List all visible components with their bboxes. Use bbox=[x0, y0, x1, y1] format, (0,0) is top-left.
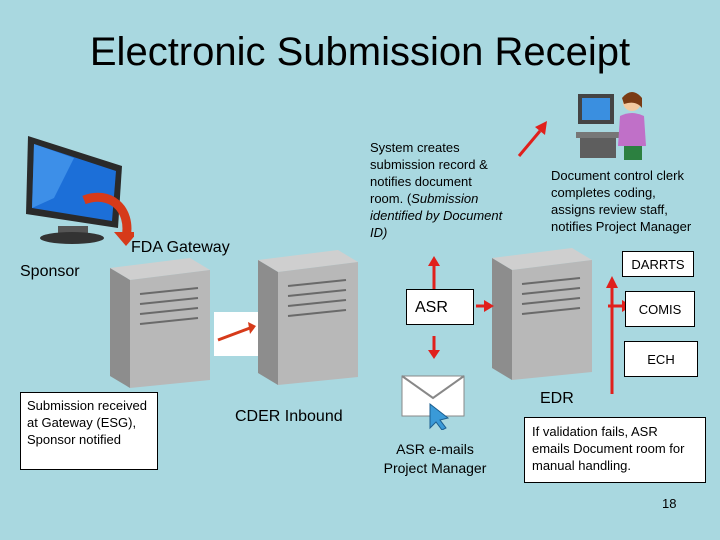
gateway-note-box: Submission received at Gateway (ESG), Sp… bbox=[20, 392, 158, 470]
sponsor-label: Sponsor bbox=[20, 263, 80, 280]
document-id-text: Submission identified by Document ID) bbox=[370, 191, 503, 240]
fda-gateway-label: FDA Gateway bbox=[131, 239, 230, 256]
server-icon bbox=[110, 258, 210, 388]
person-at-computer-icon bbox=[576, 92, 646, 160]
computer-monitor-icon bbox=[26, 136, 134, 246]
server-icon bbox=[258, 250, 358, 385]
clerk-note: Document control clerk completes coding,… bbox=[551, 168, 692, 234]
ech-box: ECH bbox=[624, 341, 698, 377]
comis-box: COMIS bbox=[625, 291, 695, 327]
cder-inbound-label: CDER Inbound bbox=[235, 408, 343, 425]
page-number: 18 bbox=[662, 496, 677, 511]
system-creates-text: System creates submission record & notif… bbox=[370, 140, 488, 206]
darrts-box: DARRTS bbox=[622, 251, 694, 277]
edr-label: EDR bbox=[540, 390, 574, 407]
transfer-arrow-icon bbox=[214, 312, 258, 356]
asr-emails-label: ASR e-mails Project Manager bbox=[383, 441, 487, 476]
server-icon bbox=[492, 248, 592, 380]
asr-box: ASR bbox=[406, 289, 474, 325]
validation-box: If validation fails, ASR emails Document… bbox=[524, 417, 706, 483]
slide-title: Electronic Submission Receipt bbox=[89, 30, 631, 74]
system-creates-note: System creates submission record & notif… bbox=[370, 139, 504, 241]
envelope-icon bbox=[401, 375, 465, 430]
